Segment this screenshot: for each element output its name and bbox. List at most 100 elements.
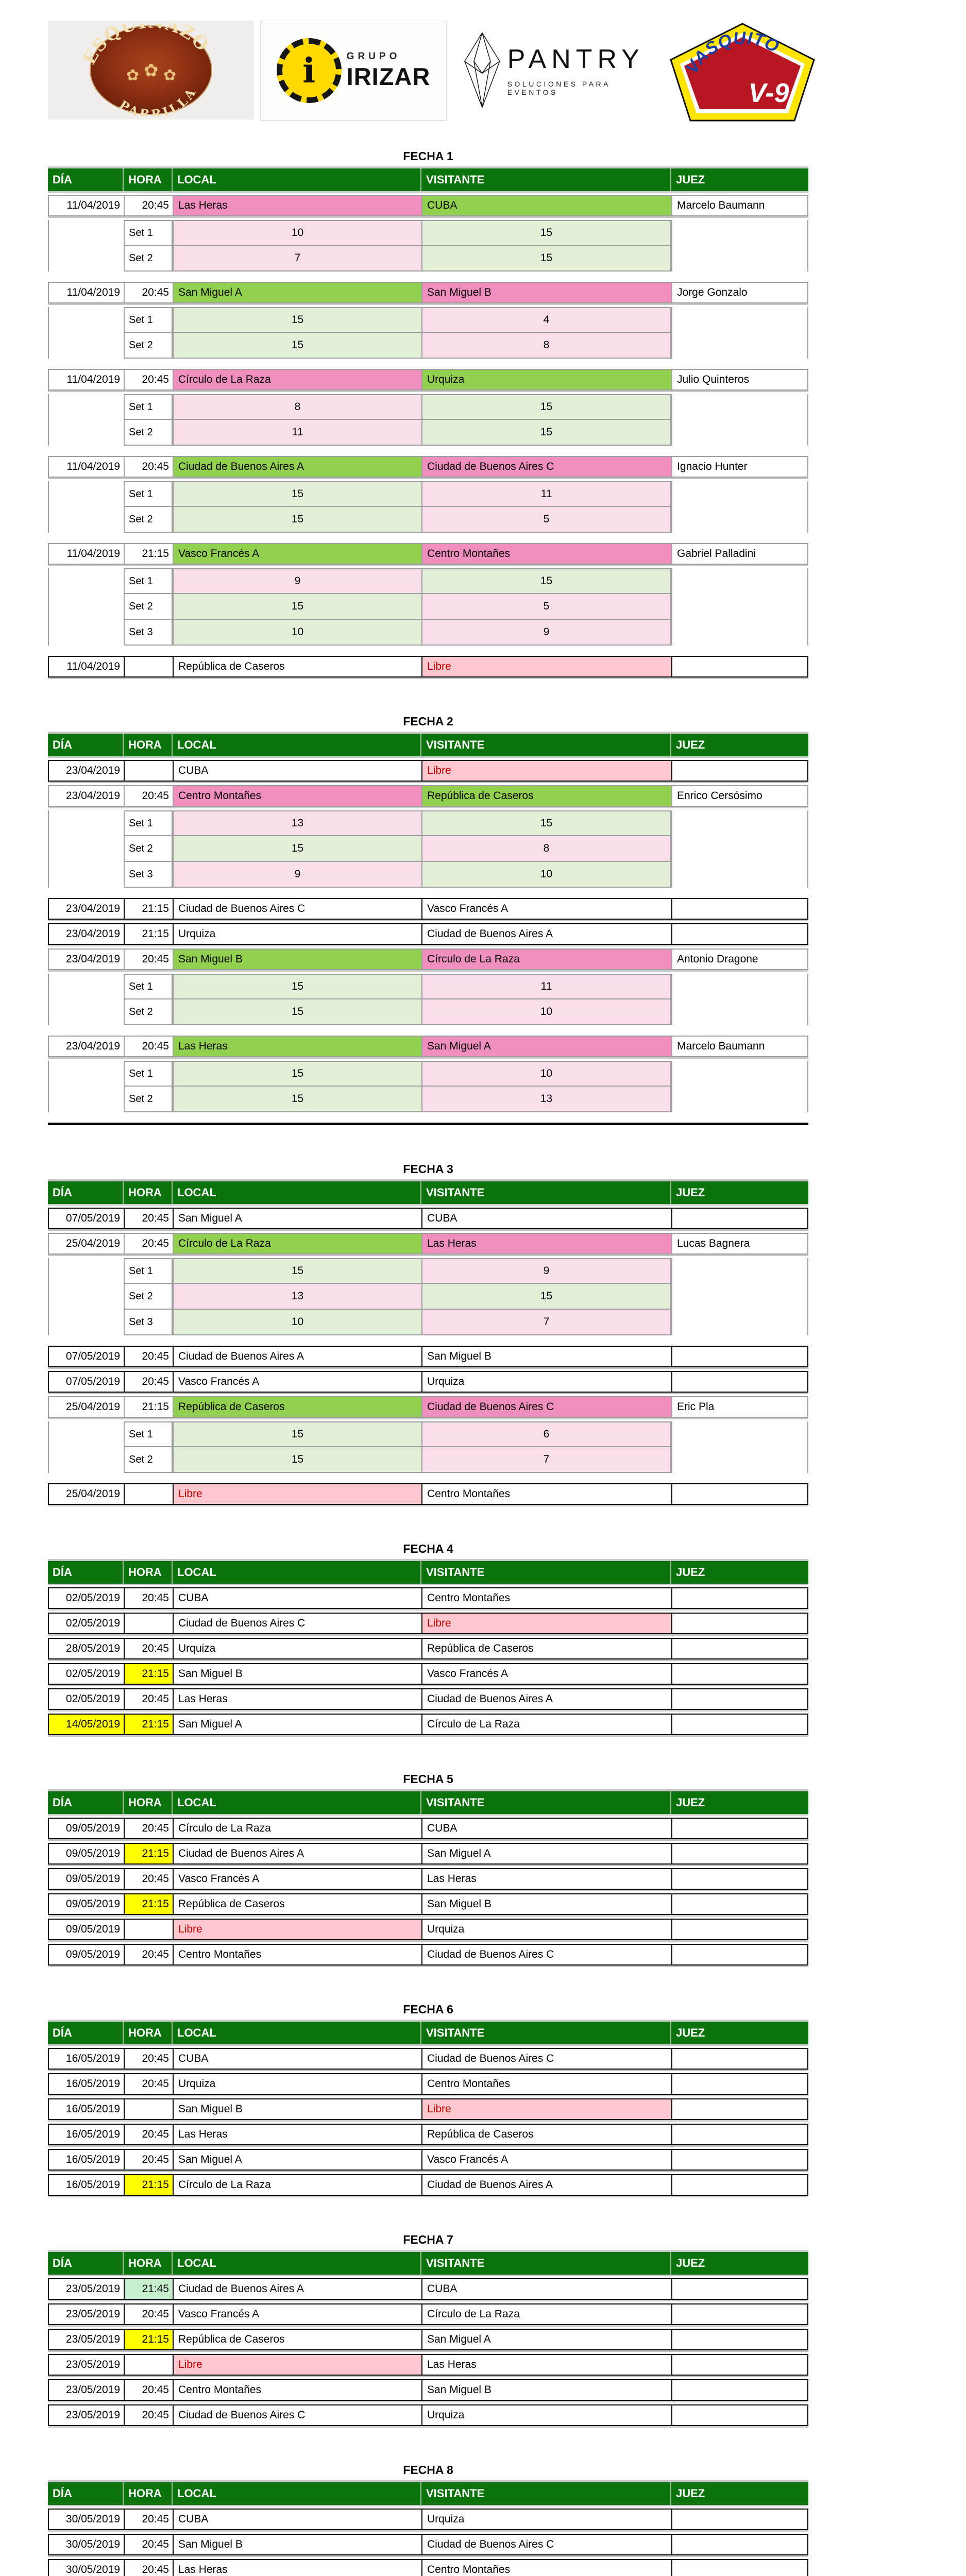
cell-dia[interactable]: 16/05/2019 xyxy=(48,2073,124,2095)
cell-juez[interactable] xyxy=(671,1868,808,1890)
header-cell-visitante[interactable]: VISITANTE xyxy=(421,168,671,191)
cell-local[interactable]: Círculo de La Raza xyxy=(173,1818,421,1839)
cell-hora[interactable]: 20:45 xyxy=(124,1346,173,1367)
cell-juez[interactable] xyxy=(671,2534,808,2555)
cell-visitante[interactable]: San Miguel A xyxy=(421,1036,671,1057)
cell-dia[interactable]: 25/04/2019 xyxy=(48,1483,124,1505)
set-cell-juez-empty[interactable] xyxy=(671,999,808,1025)
set-local-score[interactable]: 15 xyxy=(173,333,421,359)
cell-hora[interactable] xyxy=(124,656,173,677)
cell-local[interactable]: República de Caseros xyxy=(173,1396,421,1418)
cell-juez[interactable] xyxy=(671,1346,808,1367)
cell-juez[interactable] xyxy=(671,2073,808,2095)
cell-visitante[interactable]: Ciudad de Buenos Aires A xyxy=(421,2174,671,2196)
cell-local[interactable]: Las Heras xyxy=(173,2124,421,2145)
set-cell-empty[interactable] xyxy=(48,862,124,888)
header-cell-local[interactable]: LOCAL xyxy=(173,2482,421,2505)
cell-juez[interactable] xyxy=(671,2509,808,2530)
cell-hora[interactable]: 21:15 xyxy=(124,1663,173,1685)
cell-visitante[interactable]: Las Heras xyxy=(421,1868,671,1890)
cell-visitante[interactable]: Vasco Francés A xyxy=(421,898,671,920)
set-cell-juez-empty[interactable] xyxy=(671,1310,808,1335)
set-cell-juez-empty[interactable] xyxy=(671,1061,808,1087)
cell-visitante[interactable]: Círculo de La Raza xyxy=(421,2303,671,2325)
cell-dia[interactable]: 25/04/2019 xyxy=(48,1233,124,1255)
cell-juez[interactable] xyxy=(671,2379,808,2401)
set-cell-juez-empty[interactable] xyxy=(671,220,808,246)
header-cell-hora[interactable]: HORA xyxy=(124,2482,173,2505)
cell-visitante[interactable]: Centro Montañes xyxy=(421,1483,671,1505)
cell-visitante[interactable]: CUBA xyxy=(421,2278,671,2300)
set-label[interactable]: Set 2 xyxy=(124,836,173,862)
set-local-score[interactable]: 15 xyxy=(173,594,421,620)
cell-local[interactable]: Urquiza xyxy=(173,923,421,945)
cell-visitante[interactable]: Círculo de La Raza xyxy=(421,948,671,970)
cell-juez[interactable]: Marcelo Baumann xyxy=(671,1036,808,1057)
cell-local[interactable]: Vasco Francés A xyxy=(173,543,421,565)
cell-dia[interactable]: 28/05/2019 xyxy=(48,1638,124,1659)
cell-hora[interactable]: 20:45 xyxy=(124,1233,173,1255)
cell-dia[interactable]: 02/05/2019 xyxy=(48,1613,124,1634)
header-cell-juez[interactable]: JUEZ xyxy=(671,1791,808,1814)
set-cell-empty[interactable] xyxy=(48,507,124,533)
cell-juez[interactable] xyxy=(671,2098,808,2120)
cell-hora[interactable]: 20:45 xyxy=(124,1688,173,1710)
set-local-score[interactable]: 9 xyxy=(173,568,421,594)
cell-dia[interactable]: 16/05/2019 xyxy=(48,2098,124,2120)
cell-dia[interactable]: 23/04/2019 xyxy=(48,898,124,920)
set-cell-juez-empty[interactable] xyxy=(671,246,808,272)
cell-visitante[interactable]: Centro Montañes xyxy=(421,2559,671,2576)
set-cell-juez-empty[interactable] xyxy=(671,307,808,333)
cell-local[interactable]: Círculo de La Raza xyxy=(173,1233,421,1255)
header-cell-dia[interactable]: DÍA xyxy=(48,1181,124,1204)
cell-visitante[interactable]: Vasco Francés A xyxy=(421,1663,671,1685)
cell-visitante[interactable]: Círculo de La Raza xyxy=(421,1714,671,1735)
set-visitante-score[interactable]: 11 xyxy=(421,481,671,507)
cell-juez[interactable]: Ignacio Hunter xyxy=(671,456,808,478)
set-visitante-score[interactable]: 10 xyxy=(421,1061,671,1087)
set-visitante-score[interactable]: 15 xyxy=(421,810,671,836)
cell-dia[interactable]: 16/05/2019 xyxy=(48,2174,124,2196)
header-cell-juez[interactable]: JUEZ xyxy=(671,2252,808,2275)
set-cell-juez-empty[interactable] xyxy=(671,1284,808,1310)
cell-local[interactable]: Urquiza xyxy=(173,1638,421,1659)
header-cell-local[interactable]: LOCAL xyxy=(173,1791,421,1814)
set-cell-empty[interactable] xyxy=(48,246,124,272)
cell-hora[interactable]: 20:45 xyxy=(124,1818,173,1839)
set-cell-juez-empty[interactable] xyxy=(671,394,808,420)
cell-hora[interactable]: 20:45 xyxy=(124,2534,173,2555)
set-label[interactable]: Set 1 xyxy=(124,220,173,246)
set-visitante-score[interactable]: 10 xyxy=(421,862,671,888)
cell-juez[interactable] xyxy=(671,1688,808,1710)
header-cell-visitante[interactable]: VISITANTE xyxy=(421,1791,671,1814)
set-label[interactable]: Set 1 xyxy=(124,568,173,594)
cell-juez[interactable] xyxy=(671,760,808,782)
cell-dia[interactable]: 16/05/2019 xyxy=(48,2124,124,2145)
cell-hora[interactable]: 20:45 xyxy=(124,1587,173,1609)
set-cell-juez-empty[interactable] xyxy=(671,481,808,507)
fecha-title[interactable]: FECHA 1 xyxy=(403,149,453,163)
cell-visitante[interactable]: San Miguel B xyxy=(421,282,671,303)
cell-local[interactable]: Vasco Francés A xyxy=(173,1371,421,1393)
cell-juez[interactable] xyxy=(671,2354,808,2376)
cell-dia[interactable]: 30/05/2019 xyxy=(48,2534,124,2555)
fecha-title[interactable]: FECHA 3 xyxy=(403,1162,453,1176)
set-cell-juez-empty[interactable] xyxy=(671,507,808,533)
set-cell-empty[interactable] xyxy=(48,810,124,836)
cell-dia[interactable]: 07/05/2019 xyxy=(48,1371,124,1393)
set-cell-juez-empty[interactable] xyxy=(671,568,808,594)
cell-local[interactable]: Centro Montañes xyxy=(173,1944,421,1965)
fecha-title[interactable]: FECHA 4 xyxy=(403,1542,453,1555)
set-cell-juez-empty[interactable] xyxy=(671,594,808,620)
set-cell-empty[interactable] xyxy=(48,333,124,359)
cell-juez[interactable] xyxy=(671,656,808,677)
cell-dia[interactable]: 11/04/2019 xyxy=(48,456,124,478)
header-cell-visitante[interactable]: VISITANTE xyxy=(421,2482,671,2505)
set-cell-empty[interactable] xyxy=(48,594,124,620)
set-local-score[interactable]: 15 xyxy=(173,1061,421,1087)
cell-local[interactable]: Centro Montañes xyxy=(173,785,421,807)
cell-hora[interactable]: 20:45 xyxy=(124,2048,173,2070)
header-cell-juez[interactable]: JUEZ xyxy=(671,1181,808,1204)
set-cell-empty[interactable] xyxy=(48,620,124,646)
cell-juez[interactable] xyxy=(671,1919,808,1940)
